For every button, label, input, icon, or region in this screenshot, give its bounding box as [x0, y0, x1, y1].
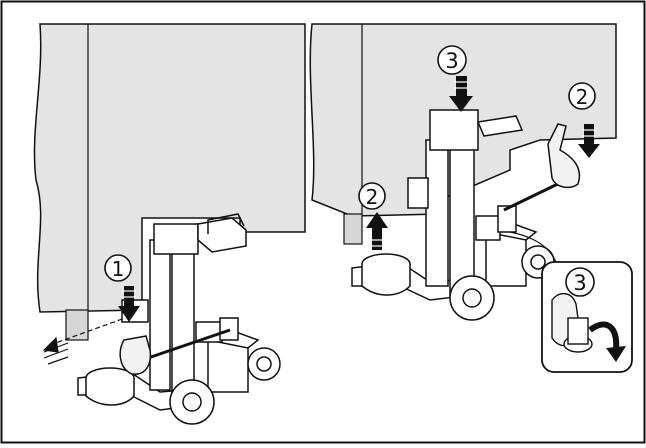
svg-text:2: 2: [366, 185, 379, 209]
svg-text:1: 1: [112, 257, 125, 281]
right-handle-arrow: [578, 124, 600, 158]
svg-text:2: 2: [576, 85, 589, 109]
right-up-arrow: [366, 212, 388, 250]
left-panel: 1: [33, 23, 306, 425]
right-panel: 3 2 2: [309, 23, 633, 373]
step-3-inset-marker: 3: [565, 267, 595, 297]
svg-text:3: 3: [445, 49, 458, 73]
left-lifter: [77, 213, 281, 425]
step-2-side-marker: 2: [358, 182, 386, 210]
inset-connector: [509, 231, 557, 263]
right-top-arrow: [449, 76, 473, 112]
inset-detail: [541, 261, 633, 373]
step-2-handle-marker: 2: [568, 82, 596, 110]
step-3-top-marker: 3: [437, 45, 467, 75]
left-slide-lines: [42, 317, 126, 365]
left-down-arrow: [118, 286, 140, 322]
step-1-marker: 1: [104, 254, 132, 282]
svg-text:3: 3: [573, 271, 586, 295]
